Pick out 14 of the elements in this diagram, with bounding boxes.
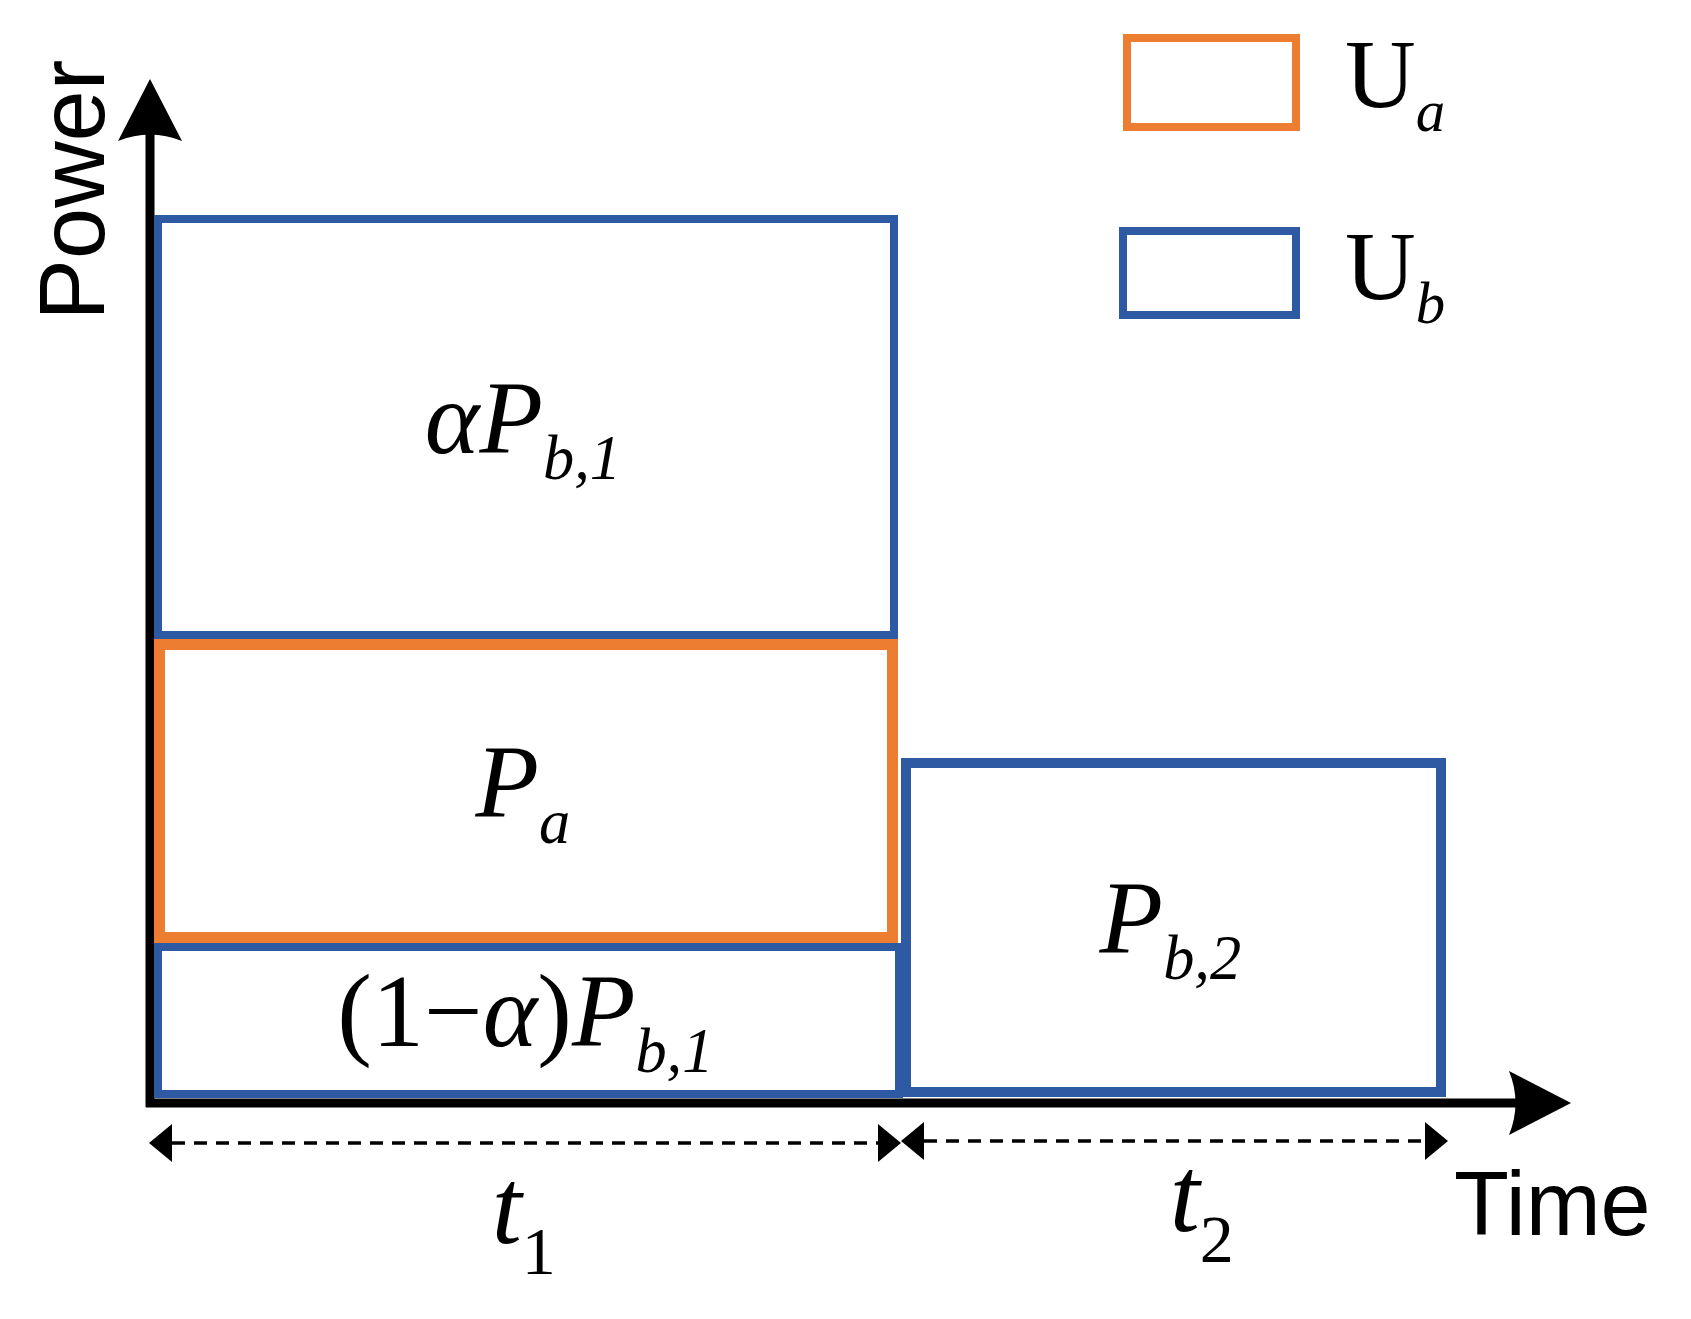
dimension-label: t$_{2}$ <box>1168 1141 1235 1279</box>
dimension-label: t$_{1}$ <box>490 1153 557 1291</box>
formula-label: (1−α)P$_{b,1}$ <box>336 952 715 1088</box>
axis-label: Power <box>26 59 118 321</box>
formula-label: P$_{a}$ <box>474 722 572 858</box>
formula-label: αP$_{b,1}$ <box>423 358 622 494</box>
power-block <box>154 215 898 639</box>
legend-label: U$_{b}$ <box>1345 217 1447 338</box>
power-block <box>154 639 898 943</box>
power-block <box>901 758 1446 1097</box>
legend-label: U$_{a}$ <box>1345 25 1447 146</box>
formula-label: P$_{b,2}$ <box>1098 859 1243 995</box>
power-block <box>154 943 903 1098</box>
axis-label: Time <box>1454 1159 1651 1249</box>
